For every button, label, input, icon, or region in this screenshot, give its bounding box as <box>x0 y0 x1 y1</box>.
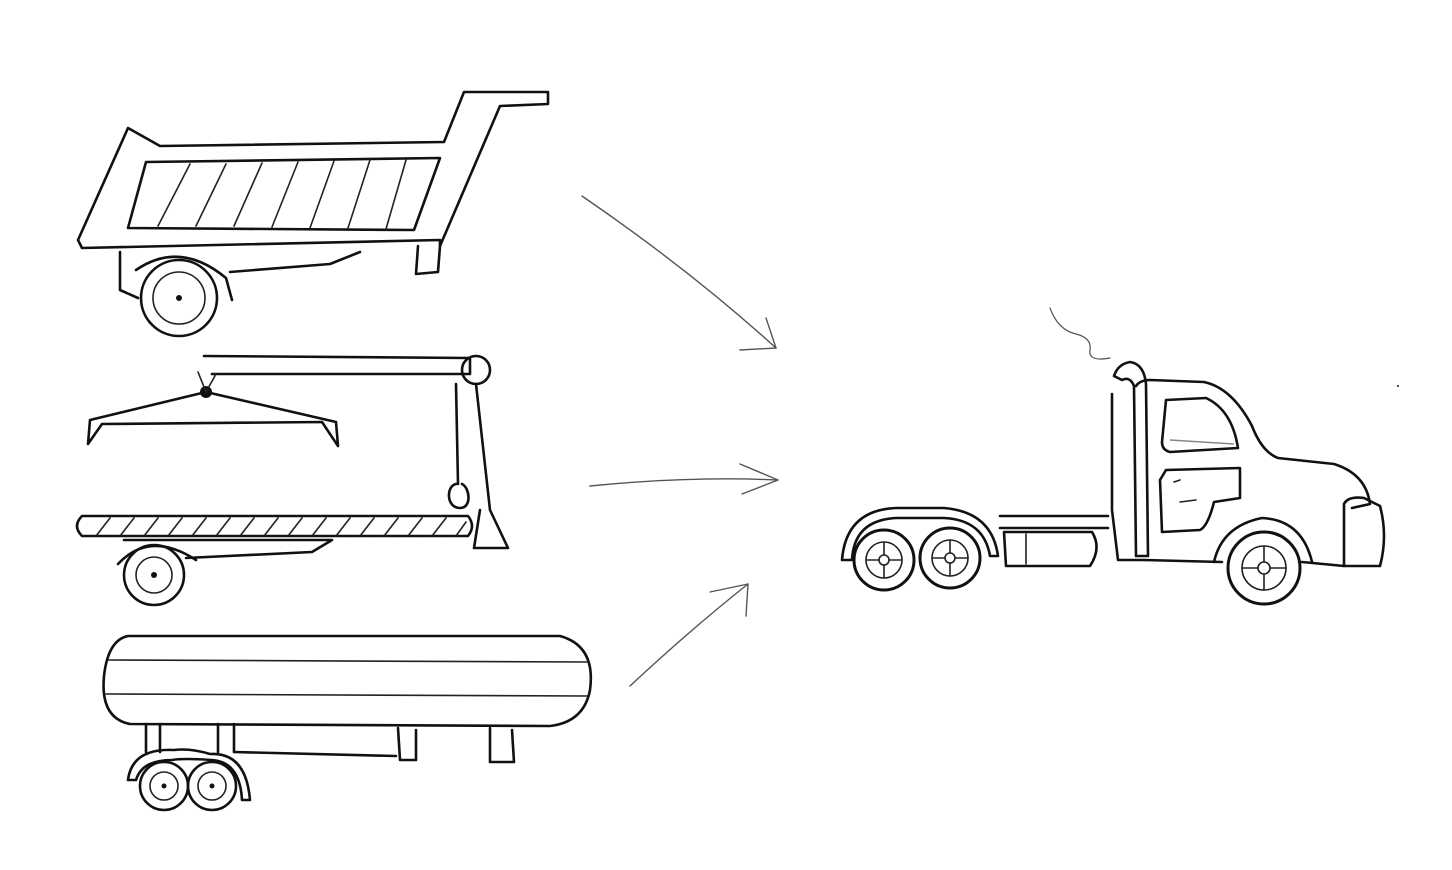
dump-trailer-icon <box>76 90 550 338</box>
exhaust-smoke <box>1049 307 1111 360</box>
arrow-from-crane-trailer <box>589 463 779 495</box>
tanker-trailer-icon <box>102 634 593 812</box>
truck-tractor-icon <box>840 307 1399 606</box>
arrow-from-tanker-trailer <box>629 583 749 687</box>
arrow-from-dump-trailer <box>581 195 777 351</box>
crane-trailer-icon <box>75 354 510 607</box>
